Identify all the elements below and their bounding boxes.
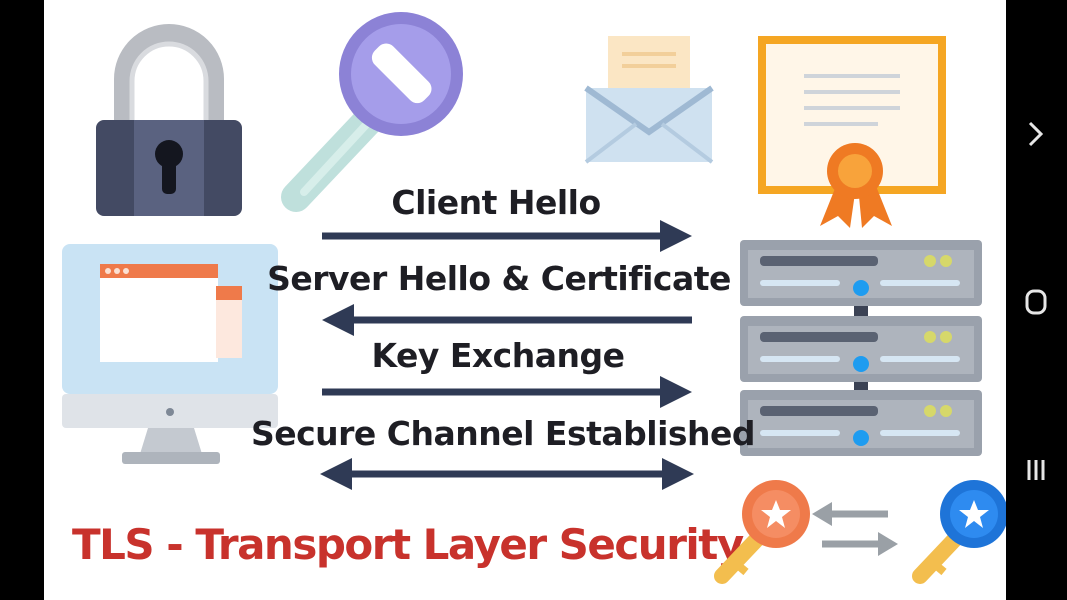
arrow-right-client-hello	[322, 220, 692, 252]
step-label-client-hello: Client Hello	[391, 183, 601, 222]
computer-monitor-icon	[62, 244, 278, 464]
server-rack-icon	[740, 240, 982, 456]
recent-apps-icon[interactable]	[1024, 456, 1048, 484]
chevron-right-icon[interactable]	[1026, 120, 1046, 148]
step-label-secure-channel: Secure Channel Established	[250, 414, 756, 453]
key-exchange-icon	[714, 480, 1006, 584]
diagram-title: TLS - Transport Layer Security	[72, 520, 744, 569]
step-label-key-exchange: Key Exchange	[371, 336, 625, 375]
arrow-right-key-exchange	[322, 376, 692, 408]
key-icon	[281, 12, 463, 212]
step-label-server-hello: Server Hello & Certificate	[267, 259, 731, 298]
home-button-icon[interactable]	[1024, 288, 1048, 316]
arrow-left-server-hello	[322, 304, 692, 336]
envelope-icon	[584, 36, 714, 164]
certificate-icon	[758, 36, 946, 228]
device-nav-bar	[1006, 0, 1067, 600]
padlock-icon	[96, 24, 242, 216]
diagram-panel: Client Hello Server Hello & Certificate …	[44, 0, 1006, 600]
arrow-both-secure-channel	[320, 458, 694, 490]
